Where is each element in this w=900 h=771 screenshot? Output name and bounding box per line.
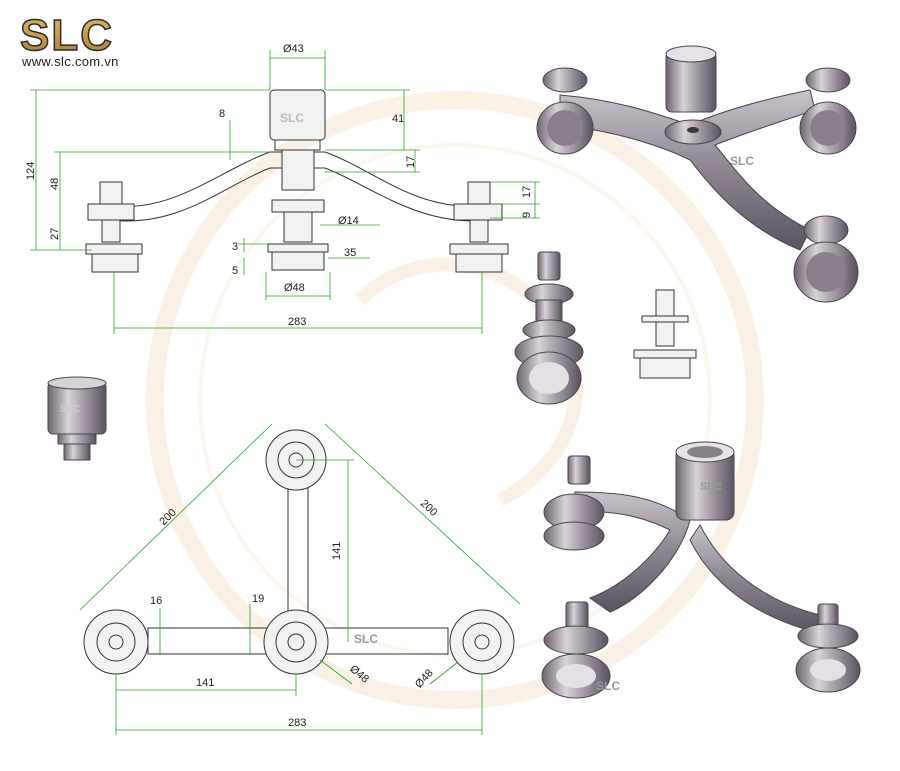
dim-right-diameter: Ø48 [413,667,436,690]
top-fitting-3d: SLC [47,376,107,461]
logo-wordmark: SLC [20,11,114,60]
dim-total-height: 124 [25,162,37,180]
dim-vertical-141: 141 [331,542,343,560]
dim-front-span: 283 [288,316,306,328]
dim-horizontal-141: 141 [196,677,214,689]
dim-height-9: 9 [521,212,533,218]
plan-view: SLC 200 200 141 16 19 141 283 Ø48 Ø48 [79,423,521,735]
dim-right-17: 17 [521,186,533,198]
isometric-view-bottom: SLC SLC [541,441,861,699]
dim-washer-5: 5 [232,265,238,277]
svg-text:SLC: SLC [280,111,304,125]
exploded-fitting-3d [514,251,584,405]
dim-height-41: 41 [392,113,404,125]
isometric-view-top: SLC [536,45,859,303]
svg-text:SLC: SLC [60,404,80,415]
dim-base-diameter: Ø48 [284,282,305,294]
svg-text:SLC: SLC [730,154,754,168]
dim-offset-8: 8 [219,108,225,120]
dim-height-48: 48 [49,178,61,190]
svg-text:SLC: SLC [354,632,378,646]
dim-washer-3: 3 [232,241,238,253]
website-url: www.slc.com.vn [22,54,119,69]
fitting-section-sketch [633,289,697,379]
dim-diagonal-right: 200 [418,498,440,519]
watermark [146,91,764,709]
front-elevation-view: SLC Ø43 [25,43,540,334]
svg-text:SLC: SLC [700,481,722,493]
dim-arm-19: 19 [252,593,264,605]
slc-logo: SLC [19,10,114,61]
dim-arm-17: 17 [405,156,417,168]
dim-washer-35: 35 [344,247,356,259]
dim-top-diameter: Ø43 [283,43,304,55]
svg-text:SLC: SLC [596,679,620,693]
dim-height-27: 27 [49,228,61,240]
dim-bolt-diameter: Ø14 [338,215,359,227]
dim-arm-16: 16 [150,595,162,607]
dim-plan-span: 283 [288,717,306,729]
